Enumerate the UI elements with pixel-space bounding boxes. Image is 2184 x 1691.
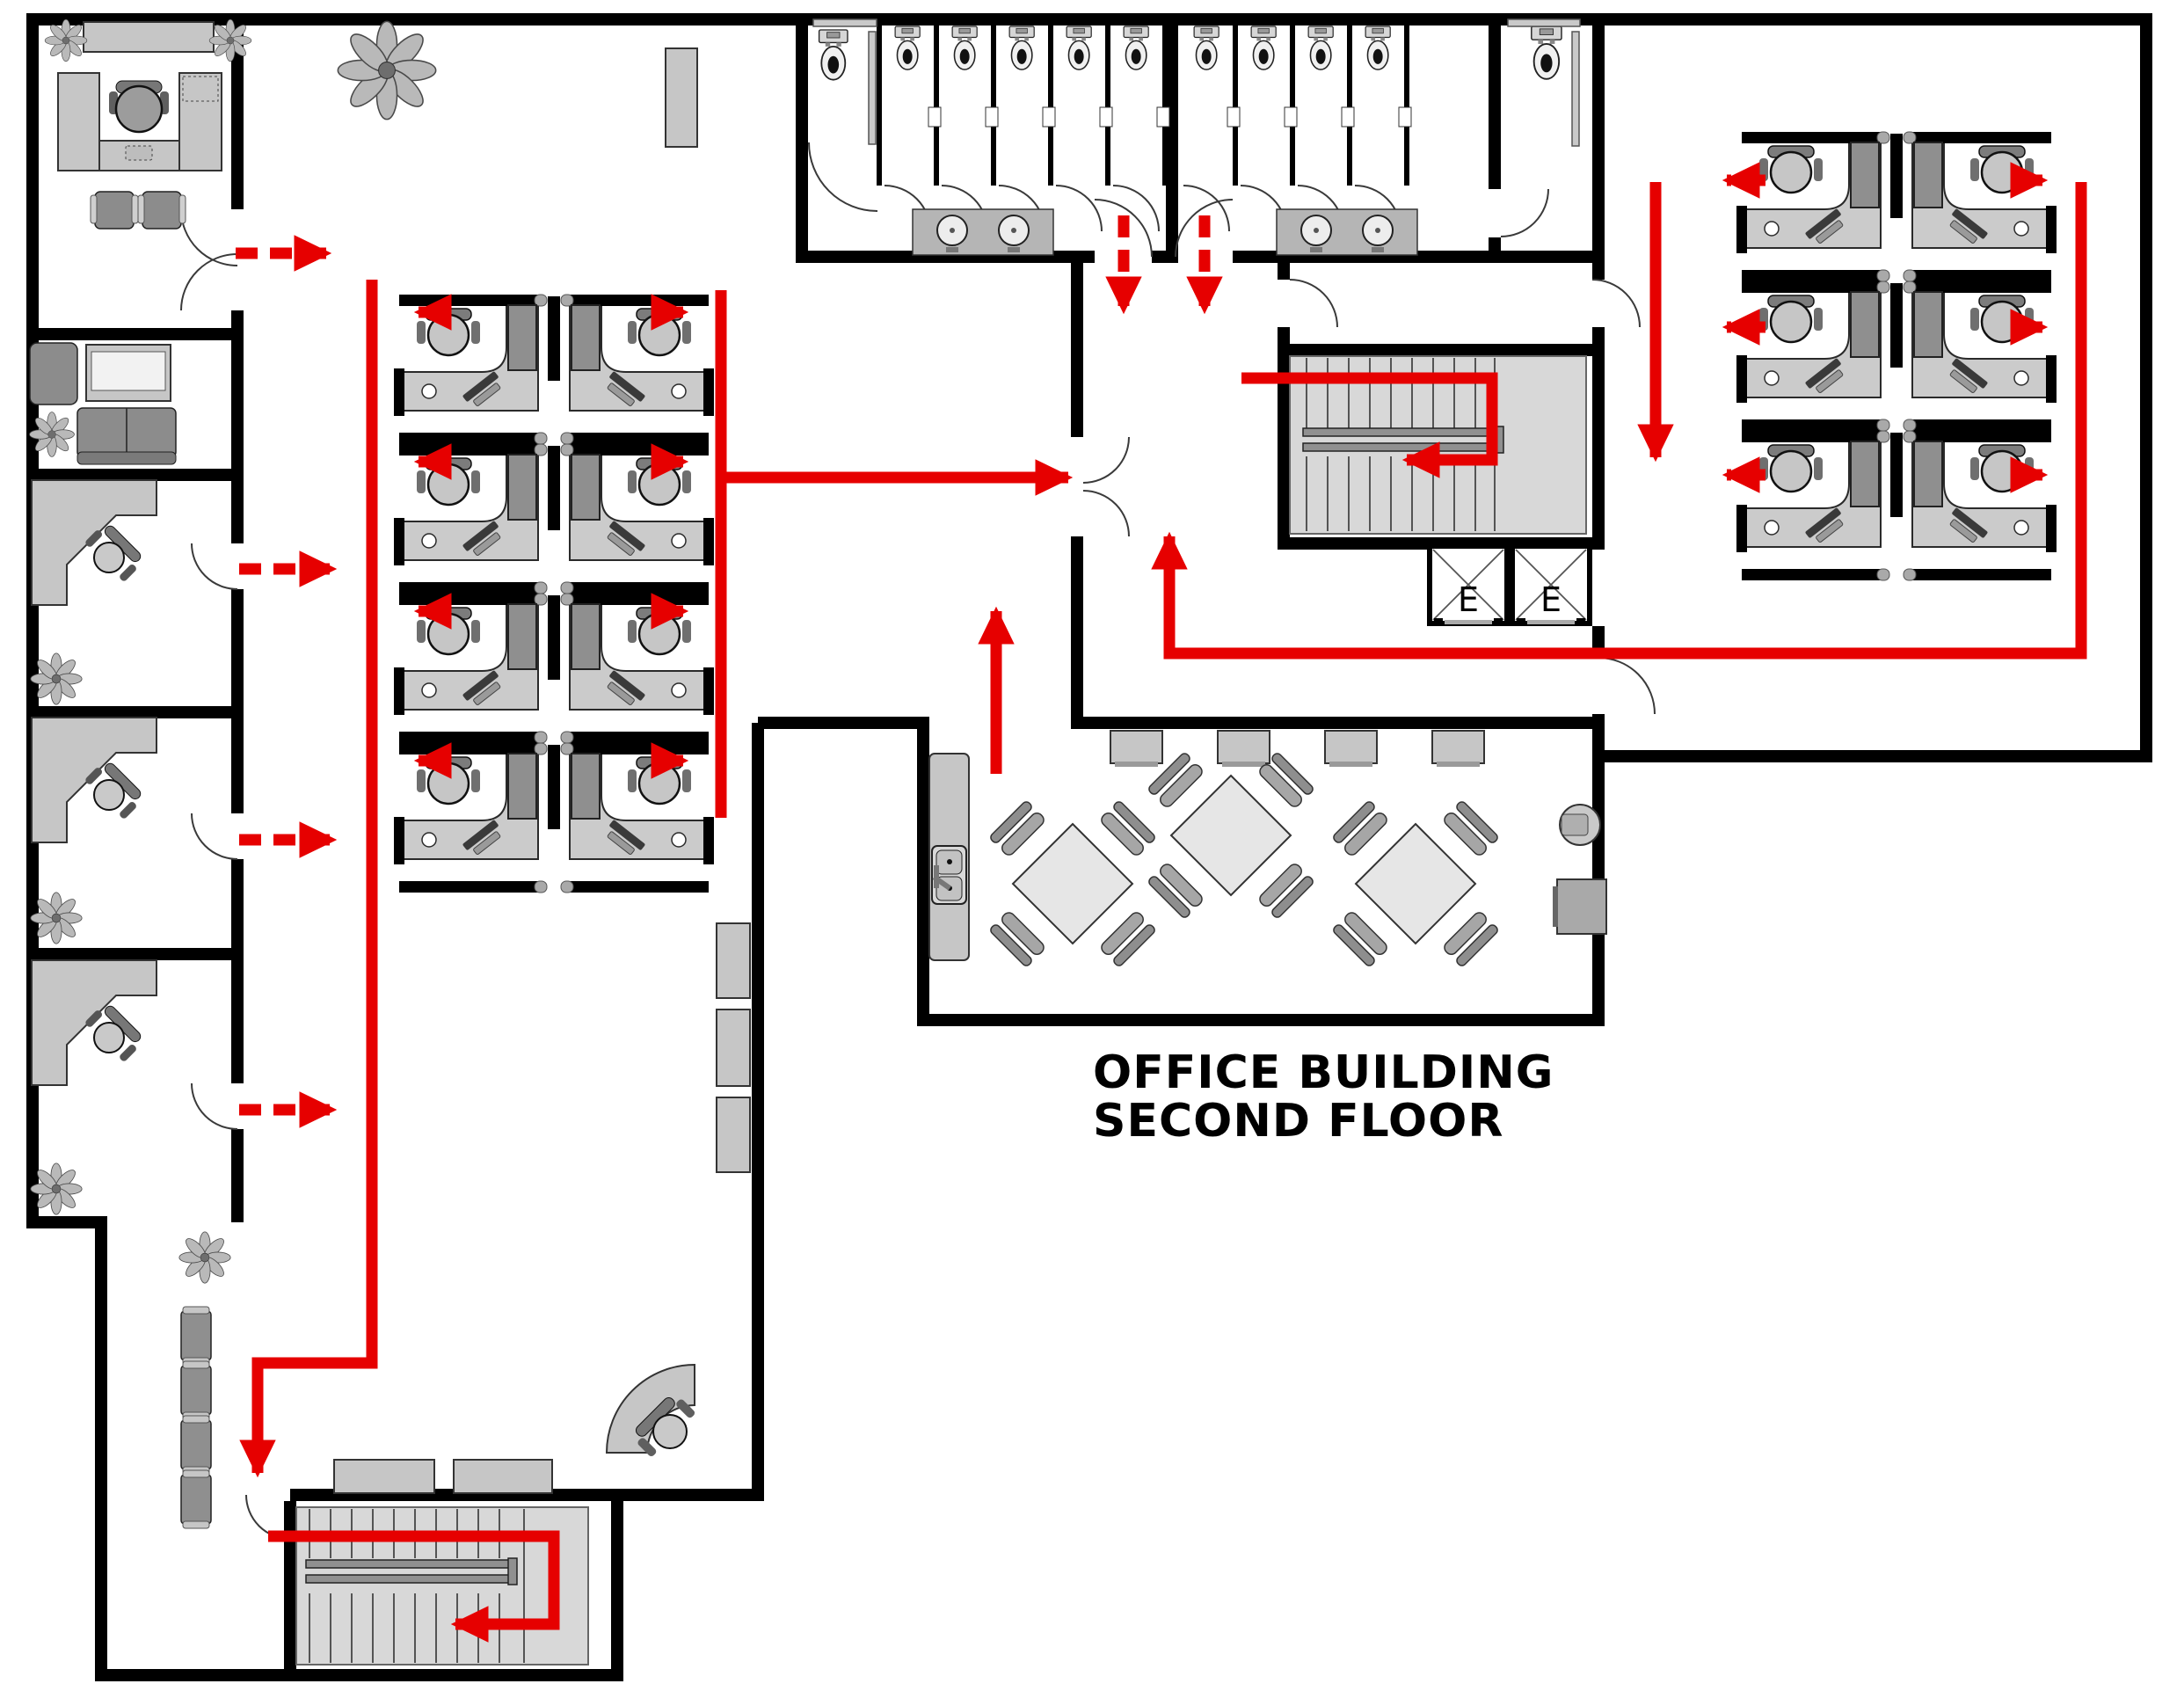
waiting-chair-icon [180, 1306, 212, 1366]
evacuation-routes [236, 162, 2087, 1643]
evacuation-route-lower-stairs [268, 1530, 560, 1643]
plant-icon [44, 18, 88, 62]
stall-door-handles [928, 106, 1412, 128]
sink-icon [912, 208, 1054, 256]
plant-icon [30, 652, 83, 705]
toilet-icons [818, 26, 1562, 81]
dining-table [989, 800, 1156, 967]
elevators: E E [1430, 546, 1590, 624]
guest-chair [137, 191, 186, 230]
door-swing-icons [180, 142, 1656, 1540]
lower-stairwell [295, 1459, 589, 1665]
right-cubicle-cluster [1736, 132, 2057, 580]
tv-screen [91, 351, 166, 391]
elevator-label: E [1458, 580, 1479, 619]
table-icon [333, 1459, 435, 1494]
cafeteria-cabinets [1110, 730, 1485, 767]
kitchen-sink-icon [931, 845, 967, 905]
restrooms [665, 18, 1581, 256]
dining-table [1147, 752, 1314, 919]
cubicle-row [1736, 431, 2057, 580]
stairs-icon [1306, 358, 1476, 435]
trash-can-lid [1561, 813, 1589, 836]
plant-icon [337, 20, 437, 120]
service-cart [1556, 878, 1607, 935]
office-desk [31, 717, 157, 843]
armchair [29, 342, 78, 405]
plant-icon [178, 1231, 231, 1284]
dining-table [1332, 800, 1499, 967]
wall-cabinets [716, 922, 751, 1173]
sink-icon [1276, 208, 1418, 256]
stair-rail [1302, 427, 1503, 437]
title-line-2: SECOND FLOOR [1093, 1095, 1503, 1148]
stair-rail [1302, 442, 1503, 452]
executive-office [44, 18, 252, 230]
waiting-chair-icon [180, 1360, 212, 1420]
stair-rail [305, 1559, 514, 1569]
building-walls [26, 13, 2152, 1681]
executive-desk [57, 72, 222, 171]
sofa-icon [76, 407, 177, 465]
cart-handle [1553, 886, 1558, 927]
left-cubicle-cluster [394, 295, 714, 893]
reception [605, 1363, 695, 1457]
waiting-area [178, 1231, 231, 1529]
stair-rail [305, 1574, 514, 1584]
office-desk [31, 479, 157, 606]
evacuation-route-right-wing [1151, 182, 2087, 660]
executive-chair [109, 80, 169, 134]
grab-bars [812, 18, 1581, 147]
cubicle-row [1736, 281, 2057, 431]
stairs-icon [1306, 456, 1476, 531]
cubicle-row [1736, 132, 2057, 281]
waiting-chair-icon [180, 1469, 212, 1529]
evacuation-route-left-corridor [239, 280, 378, 1478]
table-icon [453, 1459, 553, 1494]
plant-icon [30, 892, 83, 944]
stall-partitions [877, 26, 1409, 186]
storage-cabinet [665, 47, 698, 148]
plan-title: OFFICE BUILDING SECOND FLOOR [1093, 1046, 1554, 1148]
plant-icon [30, 1163, 83, 1215]
plant-icon [208, 18, 252, 62]
lounge [29, 342, 177, 465]
credenza [83, 21, 215, 53]
private-offices [30, 479, 157, 1215]
evacuation-route-upper-stairs [1241, 372, 1498, 478]
waiting-chair-icon [180, 1415, 212, 1475]
elevator-label: E [1540, 580, 1562, 619]
guest-chair [90, 191, 139, 230]
office-desk [31, 959, 157, 1086]
title-line-1: OFFICE BUILDING [1093, 1046, 1554, 1099]
upper-stairwell [1289, 355, 1587, 535]
reception-chair [635, 1396, 695, 1457]
cafeteria [928, 730, 1607, 967]
plant-icon [29, 412, 75, 457]
